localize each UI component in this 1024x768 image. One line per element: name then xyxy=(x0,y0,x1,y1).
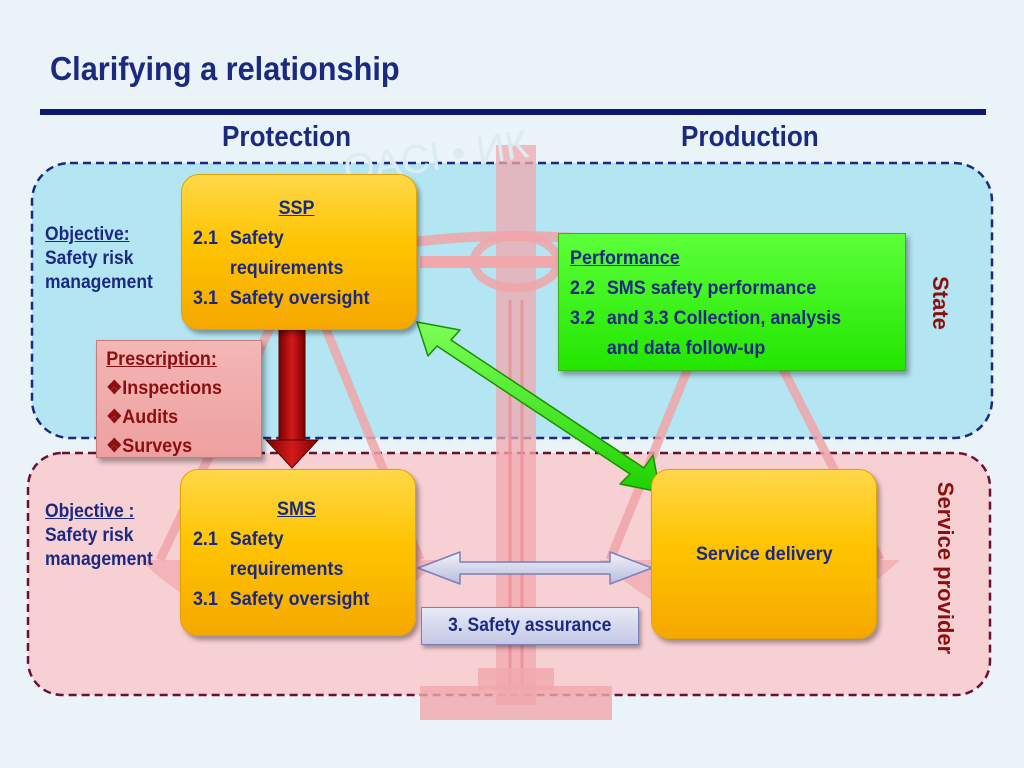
ssp-box: SSP 2.1 Safety requirements 3.1 Safety o… xyxy=(181,174,417,330)
sms-title: SMS xyxy=(277,498,316,520)
prescription-box: Prescription: ❖Inspections ❖Audits ❖Surv… xyxy=(96,340,262,458)
safety-assurance-label: 3. Safety assurance xyxy=(421,607,639,645)
sms-box: SMS 2.1 Safety requirements 3.1 Safety o… xyxy=(180,469,416,636)
ssp-item-text: Safety xyxy=(229,227,284,249)
ssp-item: 2.1 Safety requirements xyxy=(193,223,414,283)
provider-objective-label: Objective : xyxy=(45,501,135,522)
service-delivery-label: Service delivery xyxy=(695,543,833,565)
bullet-icon: ❖ xyxy=(106,406,123,428)
performance-item: 3.2 and 3.3 Collection, analysis and dat… xyxy=(570,303,910,363)
sms-item-text: Safety xyxy=(229,528,284,550)
provider-objective-line2: management xyxy=(45,549,153,570)
ssp-item-text: requirements xyxy=(229,257,344,279)
performance-box: Performance 2.2 SMS safety performance 3… xyxy=(558,233,906,371)
performance-item-text: and 3.3 Collection, analysis xyxy=(606,307,842,329)
prescription-arrow xyxy=(264,329,320,469)
sms-item-text: Safety oversight xyxy=(229,588,370,610)
performance-item-number: 3.2 xyxy=(570,307,595,329)
bullet-icon: ❖ xyxy=(106,435,123,457)
prescription-item: ❖Audits xyxy=(106,406,179,428)
sms-item-text: requirements xyxy=(229,558,344,580)
prescription-item: ❖Inspections xyxy=(106,377,222,399)
state-objective-line1: Safety risk xyxy=(45,248,134,269)
prescription-item: ❖Surveys xyxy=(106,435,193,457)
sms-item: 3.1 Safety oversight xyxy=(193,584,414,614)
ssp-title: SSP xyxy=(278,197,315,219)
sms-item-number: 2.1 xyxy=(192,528,218,550)
performance-item-text: SMS safety performance xyxy=(606,277,817,299)
state-objective-label: Objective: xyxy=(45,224,130,245)
service-delivery-box: Service delivery xyxy=(651,469,877,639)
state-label: State xyxy=(928,276,953,330)
performance-title: Performance xyxy=(570,247,680,269)
ssp-item: 3.1 Safety oversight xyxy=(193,283,414,313)
provider-objective-line1: Safety risk xyxy=(45,525,134,546)
slide-title: Clarifying a relationship xyxy=(50,50,400,87)
bullet-icon: ❖ xyxy=(106,377,123,399)
sms-item-number: 3.1 xyxy=(192,588,218,610)
performance-item-text: and data follow-up xyxy=(606,337,766,359)
performance-item: 2.2 SMS safety performance xyxy=(570,273,910,303)
state-objective: Objective: Safety risk management xyxy=(45,223,153,295)
state-objective-line2: management xyxy=(45,272,153,293)
ssp-item-number: 2.1 xyxy=(193,227,218,249)
sms-item: 2.1 Safety requirements xyxy=(193,524,414,584)
prescription-title: Prescription: xyxy=(106,348,217,370)
performance-item-number: 2.2 xyxy=(570,277,595,299)
protection-heading: Protection xyxy=(222,121,352,153)
ssp-item-text: Safety oversight xyxy=(229,287,370,309)
title-divider xyxy=(40,109,986,115)
ssp-item-number: 3.1 xyxy=(193,287,218,309)
provider-objective: Objective : Safety risk management xyxy=(45,500,153,572)
production-heading: Production xyxy=(681,121,819,153)
service-provider-label: Service provider xyxy=(933,481,958,655)
